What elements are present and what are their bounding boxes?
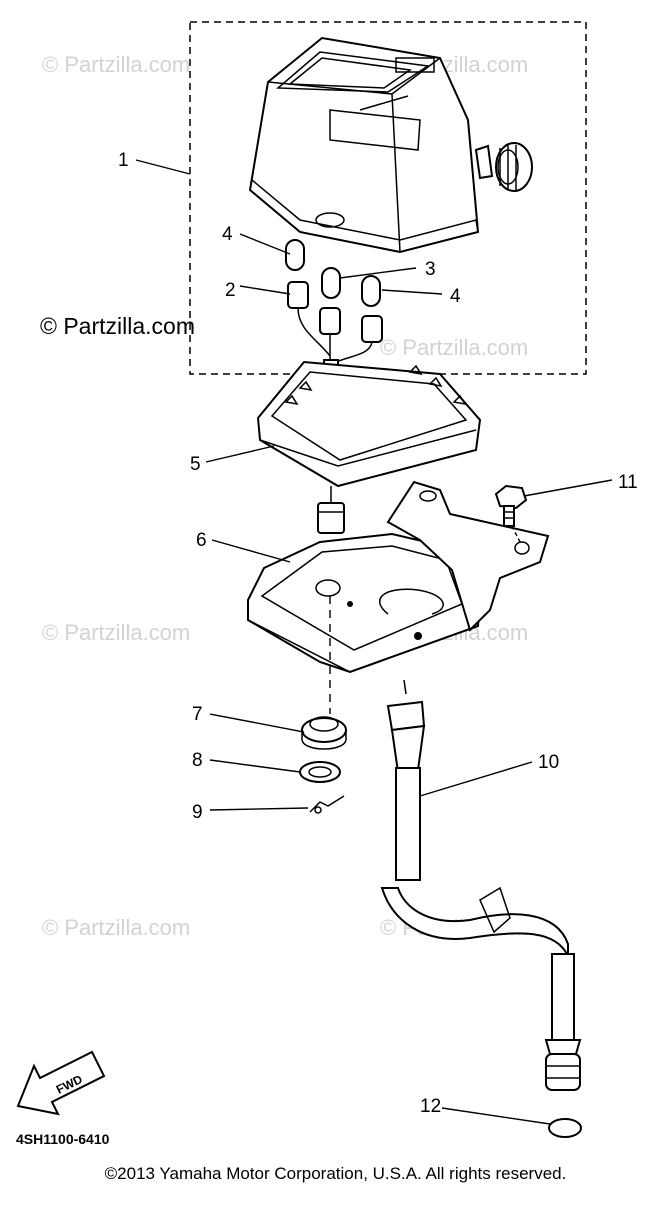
callout-8: 8: [192, 750, 203, 771]
watermark: © Partzilla.com: [42, 52, 190, 77]
callout-6: 6: [196, 530, 207, 551]
bulbs: [285, 239, 381, 307]
callouts: 1 2 3 4 4 5 6 7 8 9 10 11 12: [118, 150, 638, 1117]
callout-1: 1: [118, 150, 129, 171]
o-ring: [548, 1118, 582, 1138]
bolt: [494, 484, 528, 543]
callout-5: 5: [190, 454, 201, 475]
watermark: © Partzilla.com: [42, 620, 190, 645]
callout-4-upper: 4: [222, 224, 233, 245]
grommet: [301, 716, 347, 750]
callout-12: 12: [420, 1096, 441, 1117]
meter-assembly: [248, 36, 533, 254]
callout-9: 9: [192, 802, 203, 823]
speedometer-cable: [380, 679, 582, 1091]
wire-connector: [317, 486, 345, 534]
callout-4-lower: 4: [450, 286, 461, 307]
meter-bracket: [247, 480, 550, 674]
leader-lines: [135, 159, 613, 1125]
washer: [299, 761, 341, 783]
copyright-notice: ©2013 Yamaha Motor Corporation, U.S.A. A…: [104, 1164, 567, 1183]
callout-3: 3: [425, 259, 436, 280]
callout-11: 11: [618, 472, 638, 493]
watermark: © Partzilla.com: [380, 335, 528, 360]
watermark-primary: © Partzilla.com: [40, 313, 195, 339]
diagram-code: 4SH1100-6410: [16, 1131, 110, 1147]
callout-10: 10: [538, 752, 559, 773]
callout-2: 2: [225, 280, 236, 301]
assembly-dashed-box: [189, 21, 587, 375]
fwd-arrow: FWD: [16, 1050, 106, 1116]
callout-7: 7: [192, 704, 203, 725]
watermark: © Partzilla.com: [42, 915, 190, 940]
damper-frame: [256, 360, 482, 488]
clip: [309, 795, 345, 814]
